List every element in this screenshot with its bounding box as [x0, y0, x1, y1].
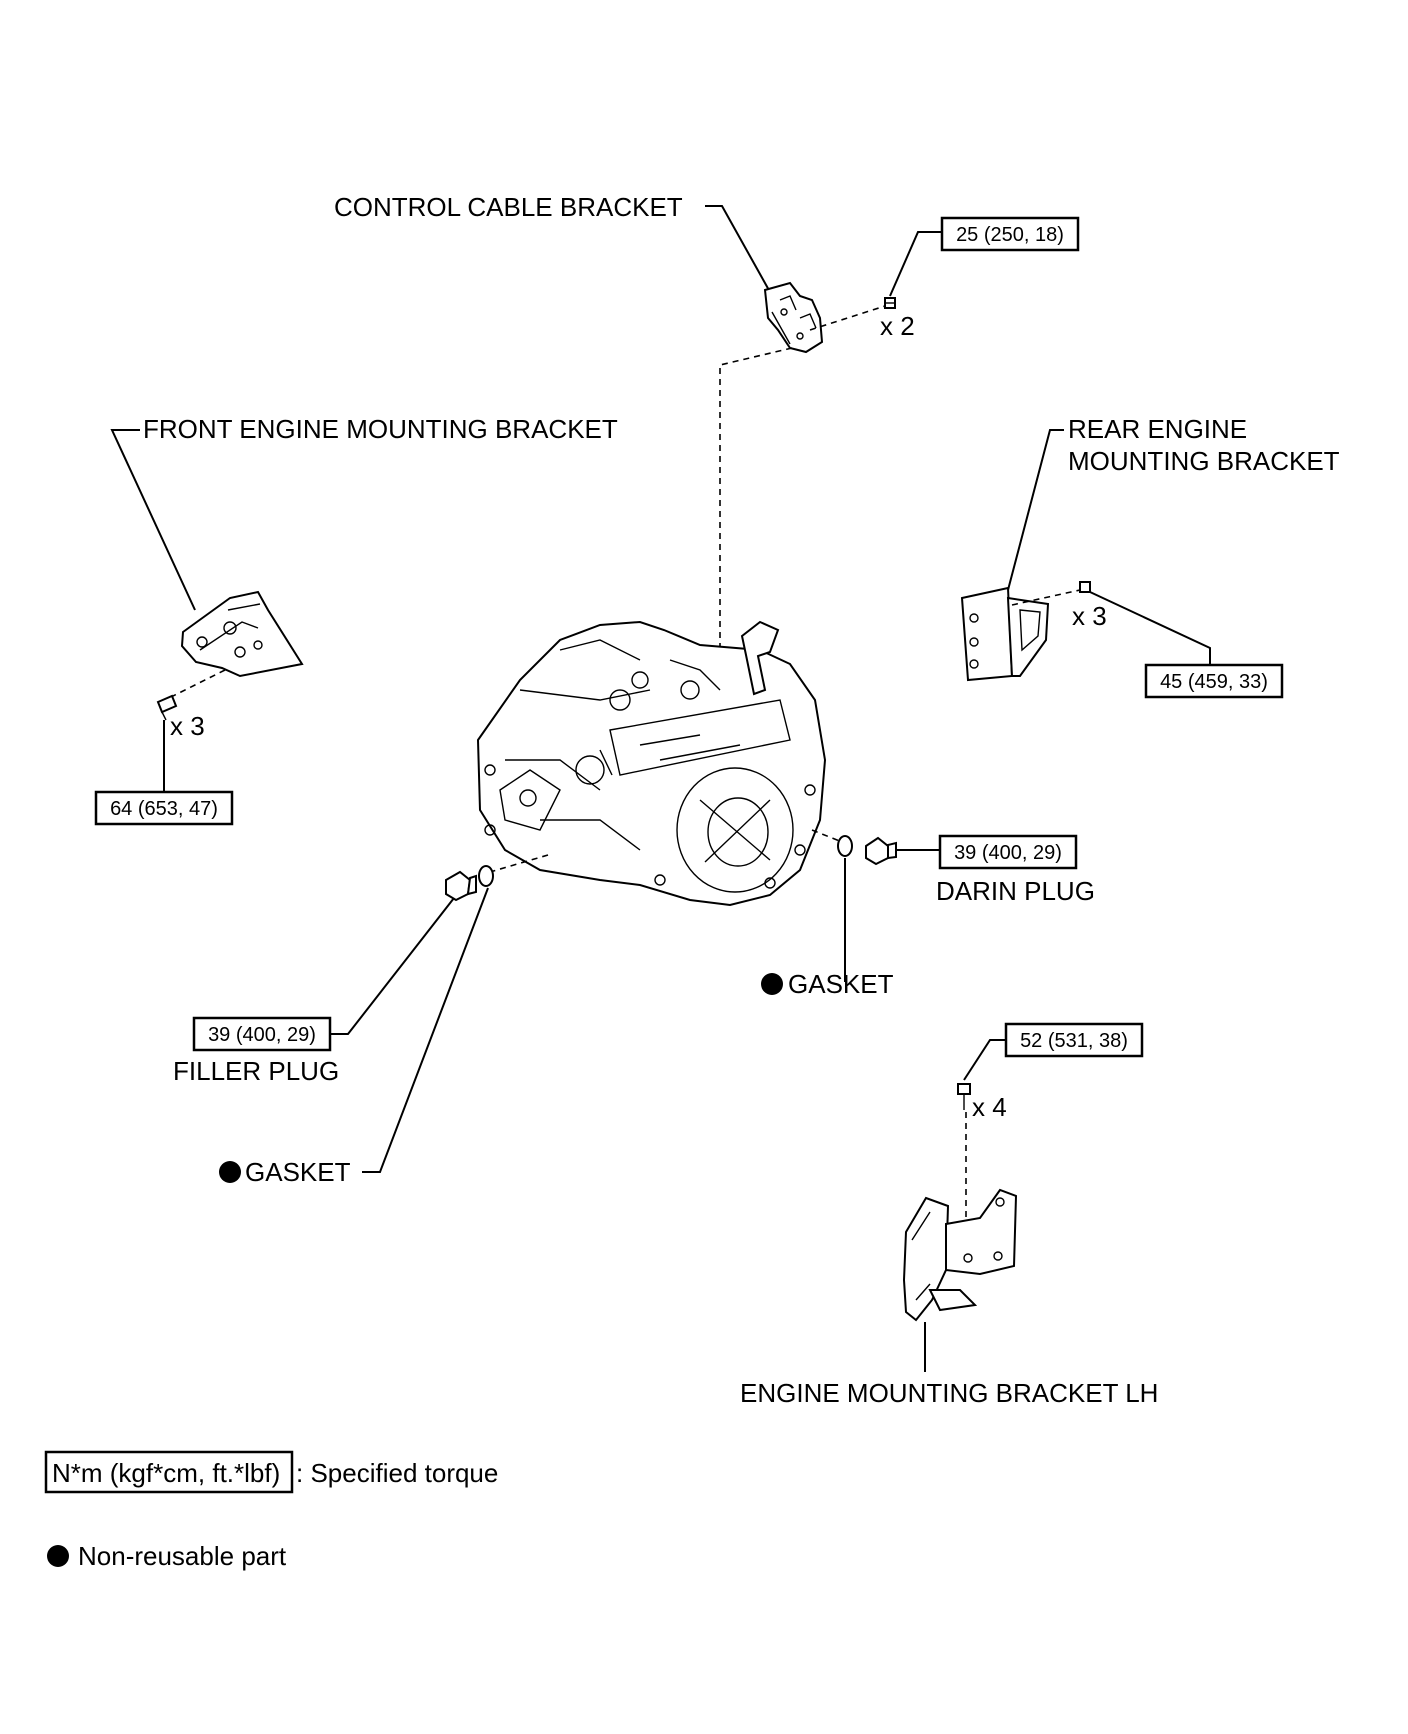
gasket-drain-plug	[837, 835, 853, 857]
torque-front-engine-mounting-bracket: 64 (653, 47)	[110, 798, 218, 820]
bolt-control-cable-bracket	[884, 297, 896, 309]
legend-torque-unit: N*m (kgf*cm, ft.*lbf)	[52, 1458, 280, 1488]
gasket-filler-plug	[478, 865, 494, 887]
bolt-rear-engine-mounting-bracket	[1079, 581, 1091, 593]
label-engine-mounting-bracket-lh: ENGINE MOUNTING BRACKET LH	[740, 1378, 1158, 1408]
bolt-front-engine-mounting-bracket	[156, 694, 178, 721]
qty-rear-engine-mounting-bracket: x 3	[1072, 601, 1107, 631]
control-cable-bracket-part	[763, 281, 824, 354]
qty-engine-mounting-bracket-lh: x 4	[972, 1092, 1007, 1122]
legend-torque-box	[44, 1450, 294, 1494]
non-reusable-marker-right	[761, 973, 783, 995]
label-control-cable-bracket: CONTROL CABLE BRACKET	[334, 192, 683, 222]
legend-torque-desc: : Specified torque	[296, 1458, 498, 1488]
front-engine-mounting-bracket-part	[180, 590, 304, 678]
legend-non-reusable: Non-reusable part	[78, 1541, 287, 1571]
drain-plug-part	[865, 836, 897, 866]
torque-drain-plug: 39 (400, 29)	[954, 842, 1062, 864]
non-reusable-marker-left	[219, 1161, 241, 1183]
filler-plug-part	[445, 870, 477, 902]
torque-filler-plug: 39 (400, 29)	[208, 1024, 316, 1046]
rear-engine-mounting-bracket-part	[960, 586, 1050, 682]
label-rear-engine-mounting-bracket-line1: REAR ENGINE	[1068, 414, 1247, 444]
bolt-engine-mounting-bracket-lh	[957, 1083, 971, 1110]
torque-rear-engine-mounting-bracket: 45 (459, 33)	[1160, 671, 1268, 693]
engine-mounting-bracket-lh-part	[902, 1188, 1018, 1322]
label-filler-plug: FILLER PLUG	[173, 1056, 339, 1086]
qty-front-engine-mounting-bracket: x 3	[170, 711, 205, 741]
legend-non-reusable-marker	[47, 1545, 69, 1567]
label-darin-plug: DARIN PLUG	[936, 876, 1095, 906]
torque-control-cable-bracket: 25 (250, 18)	[956, 224, 1064, 246]
label-rear-engine-mounting-bracket-line2: MOUNTING BRACKET	[1068, 446, 1340, 476]
qty-control-cable-bracket: x 2	[880, 311, 915, 341]
manual-transaxle-assembly	[476, 620, 827, 907]
label-front-engine-mounting-bracket: FRONT ENGINE MOUNTING BRACKET	[143, 414, 618, 444]
torque-engine-mounting-bracket-lh: 52 (531, 38)	[1020, 1030, 1128, 1052]
label-gasket-right: GASKET	[788, 969, 894, 999]
label-gasket-left: GASKET	[245, 1157, 351, 1187]
